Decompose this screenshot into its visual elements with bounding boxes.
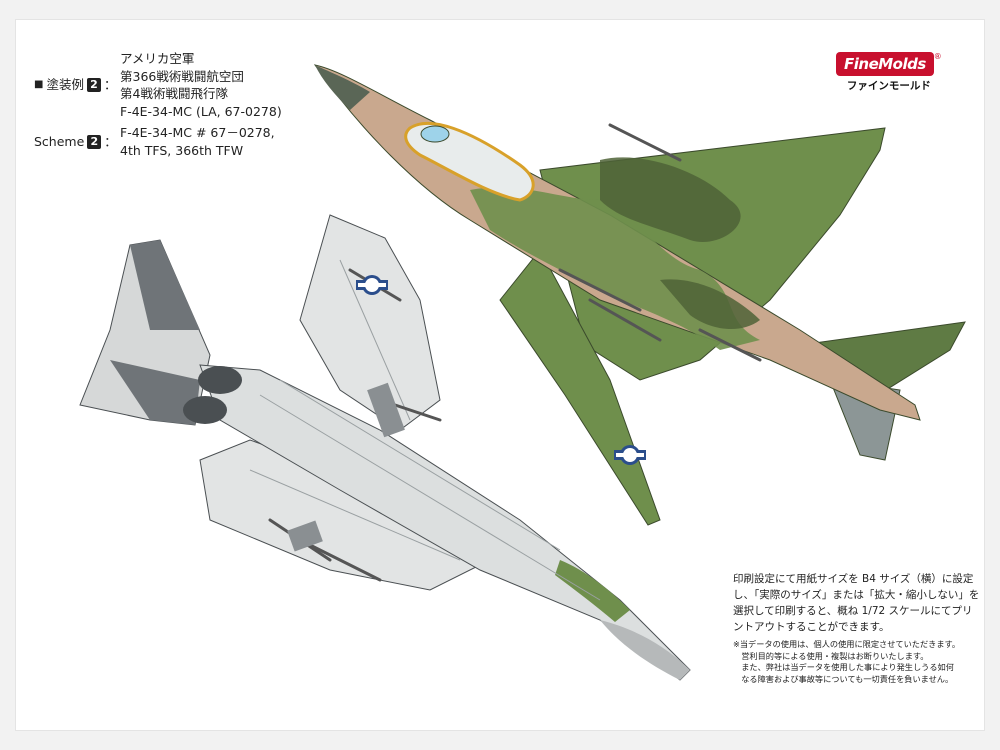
bottom-view-tail-dark-2 xyxy=(110,360,200,425)
caption-jp-line: アメリカ空軍 xyxy=(120,51,195,66)
print-instructions: 印刷設定にて用紙サイズを B4 サイズ（横）に設定し、「実際のサイズ」または「拡… xyxy=(733,573,980,633)
bottom-view-bay-2 xyxy=(287,520,323,552)
finemolds-logo-mark: FineMolds xyxy=(836,52,934,76)
caption-en-colon: ： xyxy=(104,133,117,149)
caption-jp-line: 第4戦術戦闘飛行隊 xyxy=(120,86,228,101)
disclaimer: ※当データの使用は、個人の使用に限定させていただきます。 営利目的等による使用・… xyxy=(733,639,983,685)
bottom-view-camo-edge xyxy=(555,560,630,622)
bottom-view-tail-dark xyxy=(130,240,200,330)
bottom-view-insignia xyxy=(356,275,388,295)
caption-jp-label-text: 塗装例 xyxy=(46,77,84,93)
caption-en-label: Scheme 2 ： xyxy=(34,124,120,159)
bottom-view-panel-lines xyxy=(249,259,601,601)
bottom-view-nose xyxy=(600,620,690,680)
top-view-canopy xyxy=(404,121,535,202)
top-view-camo-dark xyxy=(600,157,741,242)
caption-jp-colon: ： xyxy=(103,77,117,93)
caption-en-line: F-4E-34-MC # 67－0278, xyxy=(120,125,275,140)
caption-en-line: 4th TFS, 366th TFW xyxy=(120,142,244,158)
caption-jp-line: 第366戦術戦闘航空団 xyxy=(120,68,244,84)
caption-jp-row: ■ 塗装例 2 ： アメリカ空軍 第366戦術戦闘航空団 第4戦術戦闘飛行隊 F… xyxy=(34,50,282,120)
bottom-view-exhausts xyxy=(183,366,242,424)
top-view-missiles xyxy=(558,123,762,362)
disclaimer-line: なる障害および事故等についても一切責任を負いません。 xyxy=(741,673,954,684)
top-view-aircraft xyxy=(313,64,966,526)
top-view-canopy-glass xyxy=(420,125,450,143)
scheme-number-badge: 2 xyxy=(86,78,101,92)
caption-en-row: Scheme 2 ： F-4E-34-MC # 67－0278, 4th TFS… xyxy=(34,124,282,159)
caption-en-lines: F-4E-34-MC # 67－0278, 4th TFS, 366th TFW xyxy=(120,124,275,159)
scheme-caption: ■ 塗装例 2 ： アメリカ空軍 第366戦術戦闘航空団 第4戦術戦闘飛行隊 F… xyxy=(34,50,282,159)
caption-jp-lines: アメリカ空軍 第366戦術戦闘航空団 第4戦術戦闘飛行隊 F-4E-34-MC … xyxy=(120,50,282,120)
bottom-view-aircraft xyxy=(79,214,691,681)
top-view-camo-dark-2 xyxy=(660,279,760,330)
bottom-view-wing xyxy=(299,214,441,431)
top-view-insignia xyxy=(614,445,646,465)
caption-jp-label: ■ 塗装例 2 ： xyxy=(34,77,117,93)
print-notes: 印刷設定にて用紙サイズを B4 サイズ（横）に設定し、「実際のサイズ」または「拡… xyxy=(733,571,983,685)
caption-en-label-text: Scheme xyxy=(34,133,85,149)
finemolds-logo-katakana: ファインモールド xyxy=(846,80,931,92)
finemolds-logo: FineMolds® ファインモールド xyxy=(836,52,942,93)
top-view-nose xyxy=(315,65,370,110)
scheme-number-badge-en: 2 xyxy=(87,134,102,149)
bottom-view-bay xyxy=(367,382,405,438)
disclaimer-line: 営利目的等による使用・複製はお断りいたします。 xyxy=(741,650,929,661)
disclaimer-line: また、弊社は当データを使用した事により発生しうる如何 xyxy=(741,662,954,672)
registered-mark: ® xyxy=(933,52,942,61)
caption-jp-line: F-4E-34-MC (LA, 67-0278) xyxy=(120,103,282,119)
disclaimer-line: ※当データの使用は、個人の使用に限定させていただきます。 xyxy=(733,639,961,649)
